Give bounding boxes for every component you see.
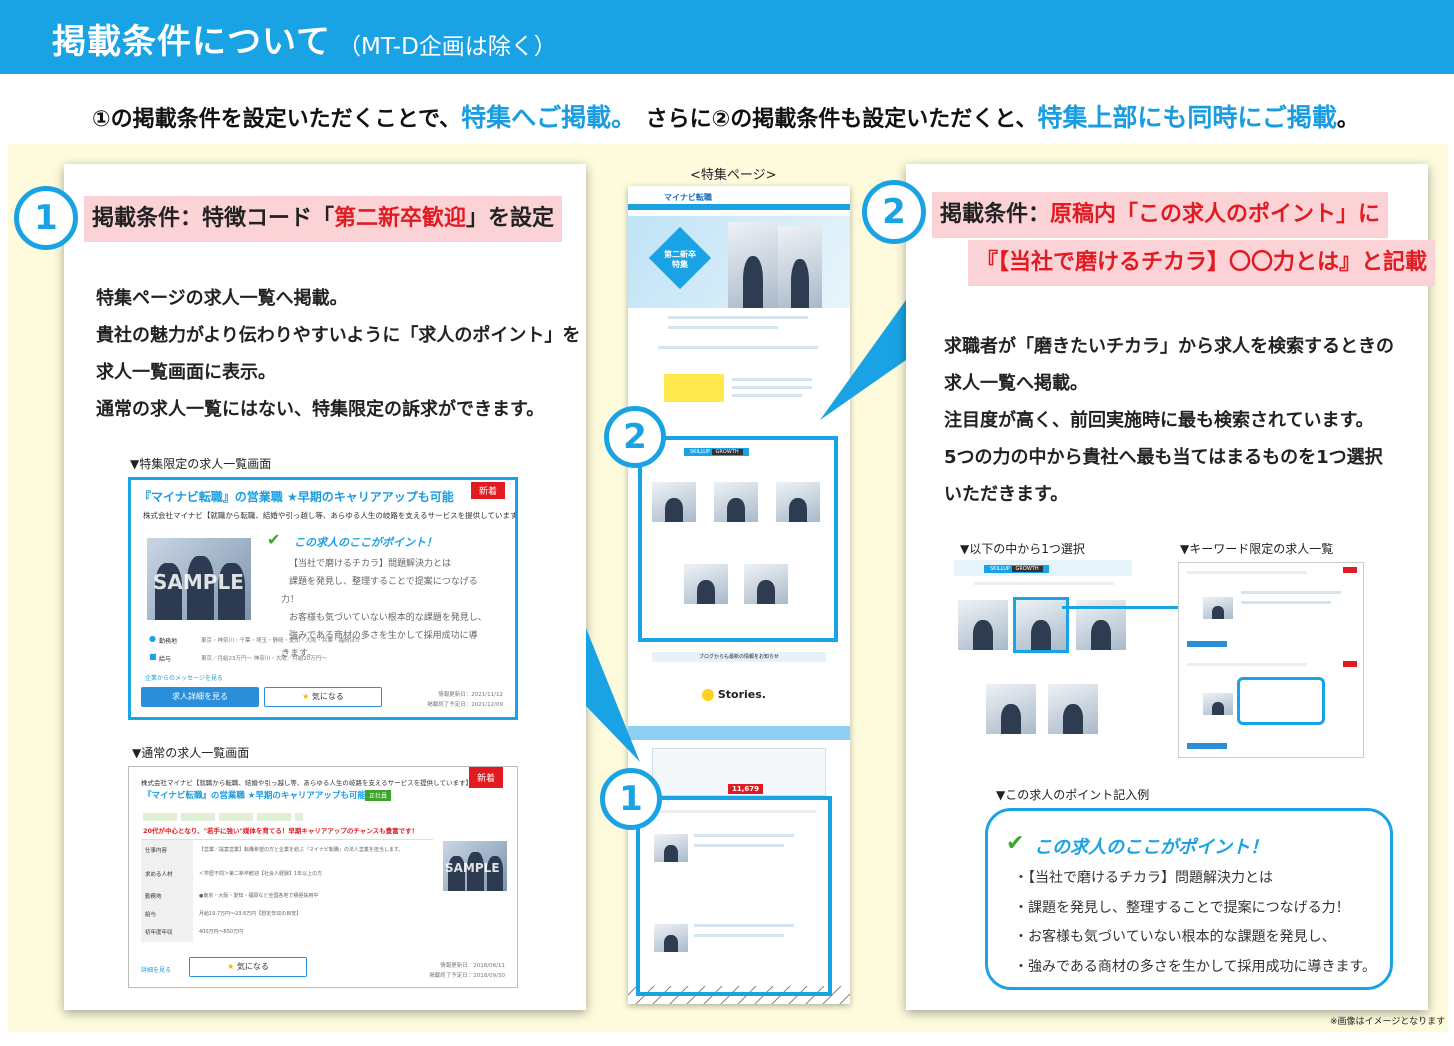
page-title: 掲載条件について: [52, 22, 331, 62]
skill-option-5[interactable]: [1048, 684, 1098, 734]
right-caption-1: ▼以下の中から1つ選択: [960, 542, 1085, 556]
location-icon: ●: [149, 634, 156, 643]
mock-logo: マイナビ転職: [664, 193, 712, 202]
new-badge: 新着: [470, 482, 505, 499]
footnote: ※画像はイメージとなります: [1330, 1017, 1446, 1027]
page-subtitle: （MT-D企画は除く）: [338, 34, 557, 60]
lead-text: ①の掲載条件を設定いただくことで、特集へご掲載。 さらに②の掲載条件も設定いただ…: [92, 103, 1359, 132]
special-listing-card: 『マイナビ転職』の営業職 ★早期のキャリアアップも可能 新着 株式会社マイナビ【…: [128, 477, 518, 720]
mock-yellow-box: [664, 374, 724, 402]
feature-page-mockup: マイナビ転職 第二新卒 特集 SKILLUP GROWTH ブログからも最新の情…: [628, 186, 850, 1004]
skill-label-small: SKILLUP GROWTH: [984, 565, 1049, 573]
step-2-badge: 2: [862, 180, 926, 244]
mock-skill-label: SKILLUP GROWTH: [684, 448, 749, 456]
check-icon-large: ✔: [1006, 831, 1025, 856]
point-highlight: [1237, 677, 1325, 725]
mock-blog-bar: ブログからも最新の情報をお知らせ: [652, 652, 826, 662]
detail-button[interactable]: 求人詳細を見る: [141, 687, 259, 707]
skill-option-4[interactable]: [986, 684, 1036, 734]
star-icon: ★: [302, 692, 310, 701]
favorite-button-2[interactable]: ★ 気になる: [189, 957, 307, 977]
mock-count: 11,679: [728, 784, 764, 794]
header-bar: 掲載条件について （MT-D企画は除く）: [0, 0, 1454, 74]
card1-company: 株式会社マイナビ【就職から転職、結婚や引っ越し等、あらゆる人生の岐路を支えるサー…: [143, 511, 518, 520]
favorite-button[interactable]: ★ 気になる: [264, 687, 382, 707]
step-1-badge-center: 1: [600, 768, 662, 830]
card2-title[interactable]: 『マイナビ転職』の営業職 ★早期のキャリアアップも可能: [143, 791, 366, 801]
left-caption-1: ▼特集限定の求人一覧画面: [130, 457, 272, 471]
tag-row: [143, 813, 303, 821]
right-condition-1: 掲載条件：原稿内「この求人のポイント」に: [932, 192, 1389, 238]
stories-logo: Stories.: [702, 688, 766, 701]
mock-frame-2: [638, 436, 838, 642]
skill-option-1[interactable]: [958, 600, 1008, 650]
mock-frame-1: [636, 796, 832, 996]
keyword-listing: [1178, 562, 1364, 758]
normal-listing-card: 株式会社マイナビ【就職から転職、結婚や引っ越し等、あらゆる人生の岐路を支えるサー…: [128, 766, 518, 988]
skill-option-2[interactable]: [1013, 597, 1069, 653]
sample-photo-2: SAMPLE: [443, 841, 507, 891]
left-body: 特集ページの求人一覧へ掲載。 貴社の魅力がより伝わりやすいように「求人のポイント…: [96, 288, 581, 420]
right-condition-2: 『【当社で磨けるチカラ】〇〇力とは』と記載: [968, 240, 1436, 286]
detail-link[interactable]: 詳細を見る: [141, 967, 172, 974]
right-body: 求職者が「磨きたいチカラ」から求人を検索するときの 求人一覧へ掲載。 注目度が高…: [944, 336, 1394, 505]
card1-title[interactable]: 『マイナビ転職』の営業職 ★早期のキャリアアップも可能: [139, 490, 454, 504]
right-caption-2: ▼キーワード限定の求人一覧: [1180, 542, 1334, 556]
sample-photo: SAMPLE: [147, 538, 251, 620]
card1-point-title: この求人のここがポイント！: [294, 536, 437, 549]
select-arrow: [1062, 606, 1188, 609]
left-caption-2: ▼通常の求人一覧画面: [132, 746, 250, 760]
point-example-box: ✔ この求人のここがポイント！ ・【当社で磨けるチカラ】問題解決力とは ・課題を…: [985, 808, 1393, 990]
salary-icon: ■: [149, 652, 157, 661]
detail-table: 仕事内容 【営業／提案営業】転職希望の方と企業を結ぶ『マイナビ転職』の法人営業を…: [141, 839, 433, 942]
check-icon: ✔: [267, 530, 281, 549]
new-badge-2: 新着: [468, 767, 503, 788]
right-caption-3: ▼この求人のポイント記入例: [996, 788, 1150, 802]
message-link[interactable]: 企業からのメッセージを見る: [145, 675, 223, 682]
star-icon-2: ★: [227, 962, 235, 971]
center-caption: <特集ページ>: [690, 168, 777, 183]
mock-hero: 第二新卒 特集: [628, 216, 850, 308]
step-2-badge-center: 2: [604, 406, 666, 468]
skill-select-grid: SKILLUP GROWTH: [954, 560, 1132, 760]
left-condition: 掲載条件：特徴コード「第二新卒歓迎」を設定: [84, 196, 563, 242]
step-1-badge: 1: [14, 186, 78, 250]
